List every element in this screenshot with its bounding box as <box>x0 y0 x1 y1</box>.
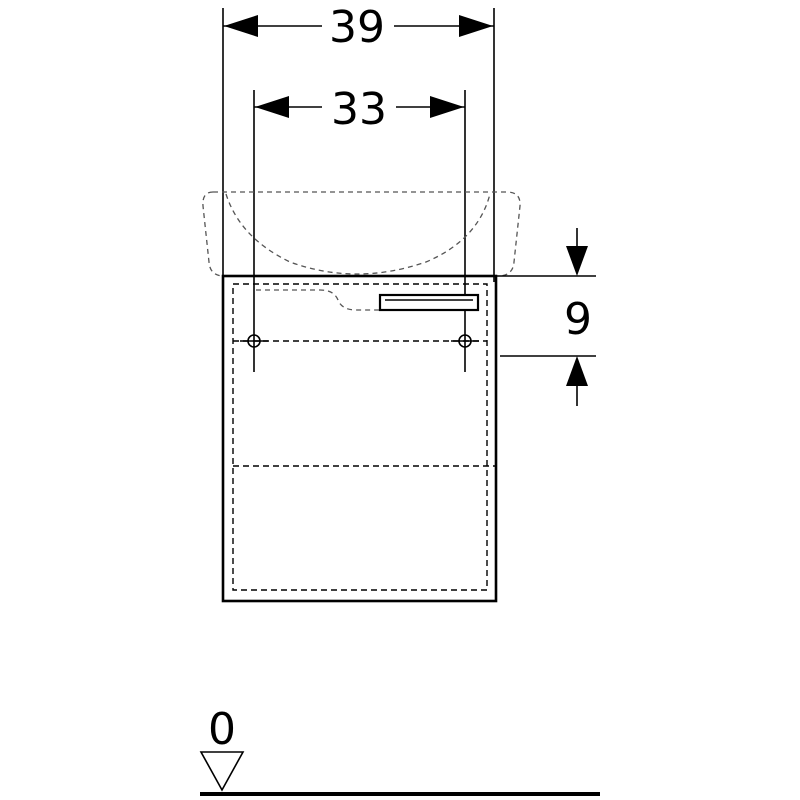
overall-width-dimension: 39 <box>222 2 495 282</box>
mounting-point-right <box>451 334 479 348</box>
drawer-handle <box>378 293 480 312</box>
floor-level-label: 0 <box>208 704 236 755</box>
washbasin-rim-left <box>202 191 225 277</box>
top-height-label: 9 <box>564 294 592 345</box>
inner-width-arrow-right <box>430 96 464 118</box>
washbasin-outline <box>202 191 521 277</box>
cabinet-inner-outline <box>232 283 488 591</box>
inner-width-arrow-left <box>255 96 289 118</box>
overall-width-label: 39 <box>329 2 385 53</box>
top-height-arrow-top <box>566 246 588 276</box>
floor-level-reference: 0 <box>199 704 600 796</box>
inner-width-label: 33 <box>331 84 387 135</box>
inner-width-dimension: 33 <box>253 84 466 372</box>
cabinet-body <box>221 274 498 603</box>
top-height-dimension: 9 <box>496 228 596 406</box>
siphon-cutout <box>256 289 382 311</box>
washbasin-rim-right <box>213 191 521 277</box>
mounting-point-left <box>240 334 268 348</box>
cabinet-outline <box>221 274 498 603</box>
overall-width-arrow-left <box>224 15 258 37</box>
washbasin-bowl <box>225 193 491 275</box>
floor-level-triangle-icon <box>199 751 245 792</box>
top-height-arrow-bottom <box>566 356 588 386</box>
overall-width-arrow-right <box>459 15 493 37</box>
